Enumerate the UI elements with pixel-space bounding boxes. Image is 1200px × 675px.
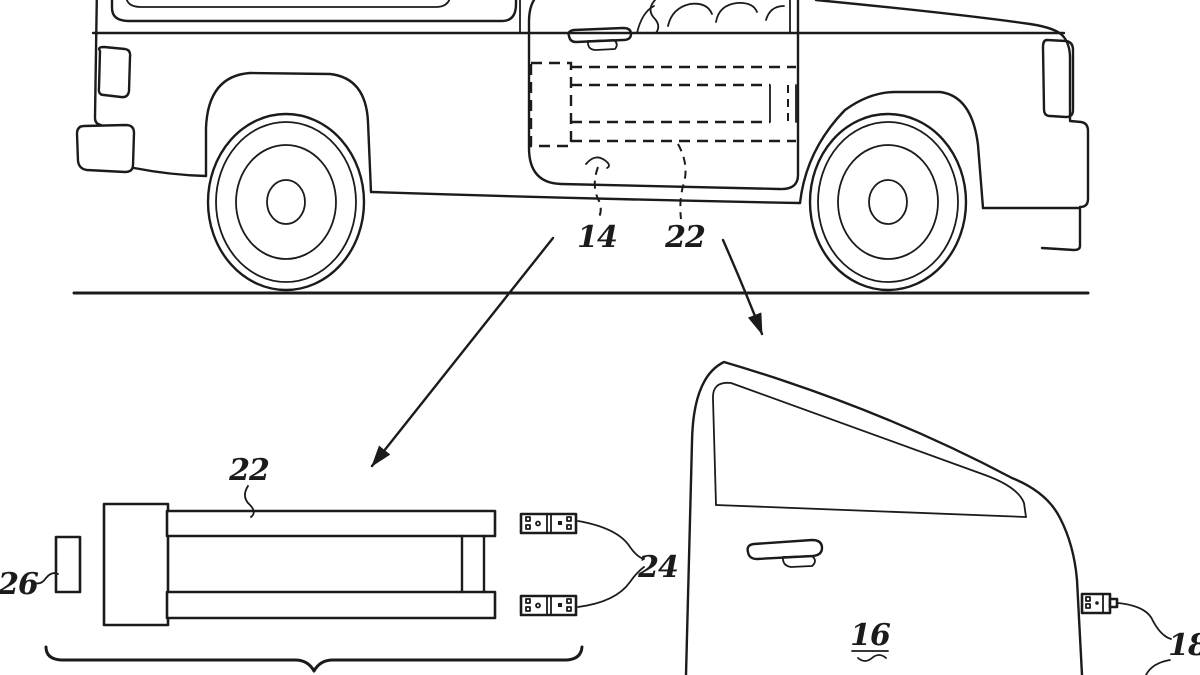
bed-outer-wall	[112, 0, 516, 21]
bed-inner-wall	[126, 0, 451, 7]
leader-line-24-upper	[578, 521, 644, 559]
leader-line-18-upper	[1118, 603, 1171, 639]
ref-label-24: 24	[637, 550, 678, 585]
ref-label-16: 16	[850, 618, 891, 653]
rear-wheel-arch	[206, 73, 371, 192]
beam-bar-bottom	[167, 592, 495, 618]
interior-leader-squiggle	[651, 0, 659, 33]
leader-line-18-lower	[1146, 660, 1170, 675]
beam-bar-top	[167, 511, 495, 536]
rear-wheel	[208, 114, 364, 290]
front-fascia	[1063, 36, 1070, 120]
hidden-beam-assembly	[531, 63, 796, 146]
ref-label-22-truck: 22	[664, 220, 705, 255]
door-window-sill	[716, 505, 1026, 517]
label-16-underline-wave	[858, 655, 886, 661]
door-latch	[1082, 594, 1117, 613]
ref-label-18: 18	[1168, 628, 1200, 663]
leader-line-24-lower	[578, 567, 644, 607]
ref-label-26: 26	[0, 567, 39, 602]
end-unit-26	[56, 537, 80, 592]
arrow-to-beam-detail	[372, 238, 553, 466]
hinge-top	[521, 514, 576, 533]
truck-side-view: 14 22	[74, 0, 1088, 293]
brace	[46, 647, 582, 671]
rocker-middle	[371, 192, 800, 203]
hinge-bottom	[521, 596, 576, 615]
ref-label-14: 14	[577, 220, 617, 255]
truck-door-outline	[529, 0, 798, 189]
leader-line-22-truck	[678, 144, 686, 219]
leader-line-14	[595, 167, 601, 219]
front-wheel	[810, 114, 966, 290]
ref-label-22-detail: 22	[228, 453, 269, 488]
rear-bumper	[77, 125, 134, 172]
hidden-mount-block	[531, 63, 571, 146]
hood-line	[816, 0, 1063, 36]
tailgate	[99, 47, 130, 97]
front-bumper	[1042, 121, 1088, 250]
door-window-frame	[713, 383, 1026, 517]
rocker-rear	[134, 168, 206, 176]
front-wheel-arch	[800, 92, 983, 208]
arrow-to-door-view	[723, 240, 762, 334]
beam-assembly-detail: 22 24 26	[0, 453, 678, 671]
cab-interior-seats	[637, 3, 784, 33]
mount-block	[104, 504, 168, 625]
leader-hook-14	[586, 157, 609, 168]
door-outer-view: 16 18	[686, 362, 1200, 675]
